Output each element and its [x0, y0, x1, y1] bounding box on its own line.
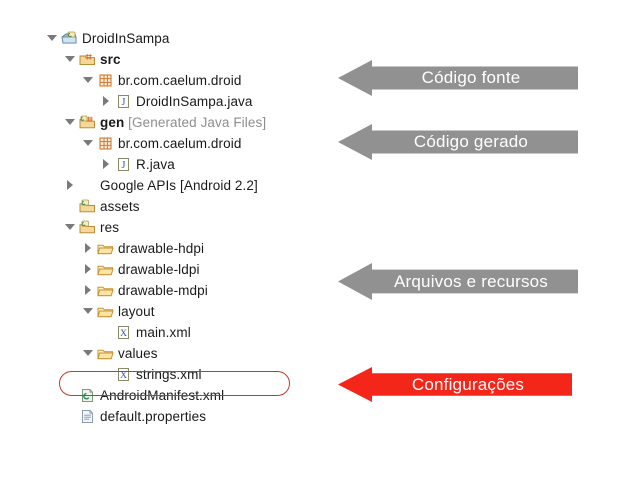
- twisty-expanded-icon[interactable]: [83, 75, 94, 86]
- tree-row[interactable]: res: [65, 217, 119, 238]
- tree-row[interactable]: gen [Generated Java Files]: [65, 112, 266, 133]
- tree-row[interactable]: default.properties: [65, 406, 206, 427]
- twisty-spacer: [101, 369, 112, 380]
- android-project-icon: [61, 31, 78, 46]
- android-folder-icon: [79, 220, 96, 235]
- folder-icon: [97, 262, 114, 277]
- arrow-left-icon: [338, 60, 578, 96]
- xml-file-icon: X: [115, 325, 132, 340]
- xml-file-icon: X: [115, 367, 132, 382]
- twisty-collapsed-icon[interactable]: [101, 159, 112, 170]
- tree-row[interactable]: drawable-ldpi: [83, 259, 200, 280]
- library-books-icon: [79, 178, 96, 193]
- twisty-collapsed-icon[interactable]: [83, 264, 94, 275]
- arrow-left-icon: [338, 263, 578, 300]
- tree-row[interactable]: DroidInSampa: [47, 28, 170, 49]
- java-file-icon: J: [115, 94, 132, 109]
- tree-row[interactable]: br.com.caelum.droid: [83, 133, 241, 154]
- svg-text:X: X: [120, 371, 127, 381]
- twisty-expanded-icon[interactable]: [47, 33, 58, 44]
- svg-text:J: J: [122, 97, 126, 108]
- tree-row[interactable]: drawable-hdpi: [83, 238, 204, 259]
- callout-label: Código gerado: [413, 132, 529, 151]
- package-icon: [97, 73, 114, 88]
- java-file-icon: J: [115, 157, 132, 172]
- tree-row[interactable]: J DroidInSampa.java: [101, 91, 253, 112]
- twisty-expanded-icon[interactable]: [65, 117, 76, 128]
- tree-row-label: main.xml: [136, 325, 191, 340]
- svg-text:X: X: [120, 329, 127, 339]
- tree-row-label: drawable-mdpi: [118, 283, 208, 298]
- twisty-collapsed-icon[interactable]: [83, 243, 94, 254]
- twisty-expanded-icon[interactable]: [83, 138, 94, 149]
- tree-row-label: DroidInSampa.java: [136, 94, 253, 109]
- properties-file-icon: [79, 409, 96, 424]
- tree-row[interactable]: layout: [83, 301, 155, 322]
- twisty-spacer: [65, 411, 76, 422]
- tree-row-label: src: [100, 52, 121, 67]
- arrow-left-icon: [338, 367, 572, 402]
- tree-row-suffix: [Generated Java Files]: [128, 115, 267, 130]
- tree-row[interactable]: AndroidManifest.xml: [65, 385, 224, 406]
- tree-row[interactable]: J R.java: [101, 154, 175, 175]
- tree-row-label: values: [118, 346, 158, 361]
- callout-label: Configurações: [411, 374, 525, 394]
- tree-row-label: layout: [118, 304, 155, 319]
- tree-row-label: br.com.caelum.droid: [118, 73, 242, 88]
- callout-codigo-gerado: Código gerado: [338, 124, 578, 160]
- twisty-expanded-icon[interactable]: [65, 54, 76, 65]
- tree-row[interactable]: values: [83, 343, 158, 364]
- tree-row-label: drawable-ldpi: [118, 262, 200, 277]
- callout-label: Arquivos e recursos: [393, 271, 549, 291]
- tree-row-label: Google APIs [Android 2.2]: [100, 178, 258, 193]
- twisty-collapsed-icon[interactable]: [65, 180, 76, 191]
- twisty-collapsed-icon[interactable]: [101, 96, 112, 107]
- callout-codigo-fonte: Código fonte: [338, 60, 578, 96]
- tree-row-suffix-wrap: [Generated Java Files]: [124, 115, 266, 130]
- twisty-collapsed-icon[interactable]: [83, 285, 94, 296]
- tree-row-label: res: [100, 220, 120, 235]
- tree-row-label: gen: [100, 115, 125, 130]
- twisty-expanded-icon[interactable]: [83, 348, 94, 359]
- tree-row-label: AndroidManifest.xml: [100, 388, 225, 403]
- folder-icon: [97, 304, 114, 319]
- tree-row-label: strings.xml: [136, 367, 202, 382]
- callout-configuracoes: Configurações: [338, 367, 572, 402]
- arrow-left-icon: [338, 124, 578, 160]
- tree-row-label: drawable-hdpi: [118, 241, 205, 256]
- tree-row[interactable]: br.com.caelum.droid: [83, 70, 241, 91]
- callout-label: Código fonte: [421, 68, 521, 87]
- twisty-spacer: [65, 201, 76, 212]
- folder-icon: [97, 241, 114, 256]
- tree-row[interactable]: Google APIs [Android 2.2]: [65, 175, 258, 196]
- tree-row-label: br.com.caelum.droid: [118, 136, 242, 151]
- folder-icon: [97, 346, 114, 361]
- tree-row-label: default.properties: [100, 409, 207, 424]
- callout-arquivos-recursos: Arquivos e recursos: [338, 263, 578, 300]
- folder-icon: [97, 283, 114, 298]
- twisty-expanded-icon[interactable]: [83, 306, 94, 317]
- twisty-spacer: [65, 390, 76, 401]
- tree-row[interactable]: src: [65, 49, 121, 70]
- android-folder-icon: [79, 199, 96, 214]
- tree-row-label: assets: [100, 199, 140, 214]
- tree-row-label: DroidInSampa: [82, 31, 170, 46]
- twisty-expanded-icon[interactable]: [65, 222, 76, 233]
- tree-row-label: R.java: [136, 157, 175, 172]
- svg-text:J: J: [122, 160, 126, 171]
- gen-folder-icon: [79, 115, 96, 130]
- tree-row[interactable]: assets: [65, 196, 140, 217]
- source-folder-icon: [79, 52, 96, 67]
- twisty-spacer: [101, 327, 112, 338]
- package-icon: [97, 136, 114, 151]
- android-manifest-icon: [79, 388, 96, 403]
- tree-row[interactable]: drawable-mdpi: [83, 280, 208, 301]
